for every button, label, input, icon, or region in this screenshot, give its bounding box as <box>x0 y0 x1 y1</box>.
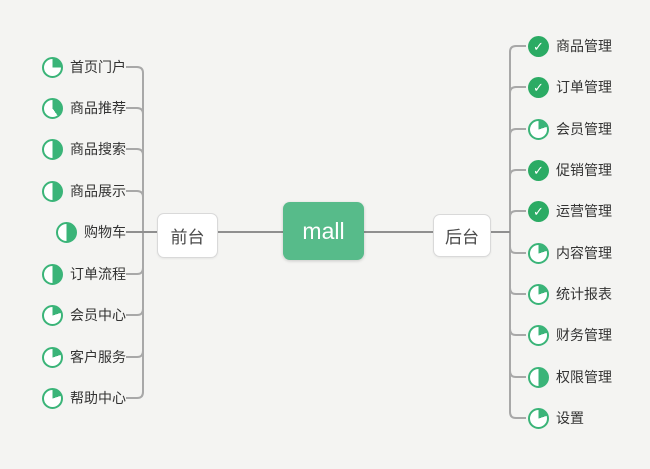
right-topic-statistics-report[interactable]: 统计报表 <box>528 280 612 308</box>
topic-label: 会员中心 <box>70 307 126 323</box>
branch-node-label: 前台 <box>170 228 205 247</box>
topic-label: 权限管理 <box>556 369 612 385</box>
check-circle-icon: ✓ <box>528 200 549 222</box>
root-node-label: mall <box>302 217 345 244</box>
pie-progress-icon <box>42 387 63 409</box>
topic-label: 客户服务 <box>70 349 126 365</box>
pie-progress-icon <box>528 118 549 140</box>
branch-node-backend[interactable]: 后台 <box>433 214 491 257</box>
pie-progress-icon <box>42 263 63 285</box>
pie-progress-icon <box>528 366 549 388</box>
topic-label: 商品展示 <box>70 183 126 199</box>
right-branch-lines <box>509 45 526 419</box>
topic-label: 内容管理 <box>556 245 612 261</box>
left-topic-help-center[interactable]: 帮助中心 <box>42 384 126 412</box>
right-topic-member-mgmt[interactable]: 会员管理 <box>528 115 612 143</box>
right-topic-permission-mgmt[interactable]: 权限管理 <box>528 363 612 391</box>
left-branch-lines <box>126 66 144 399</box>
left-topic-shopping-cart[interactable]: 购物车 <box>56 218 126 246</box>
topic-label: 商品推荐 <box>70 100 126 116</box>
pie-progress-icon <box>528 283 549 305</box>
branch-node-label: 后台 <box>445 228 479 247</box>
topic-label: 统计报表 <box>556 286 612 302</box>
pie-progress-icon <box>42 180 63 202</box>
topic-label: 运营管理 <box>556 203 612 219</box>
left-topic-customer-service[interactable]: 客户服务 <box>42 343 126 371</box>
right-topic-finance-mgmt[interactable]: 财务管理 <box>528 321 612 349</box>
topic-label: 首页门户 <box>70 59 126 75</box>
left-topic-home-portal[interactable]: 首页门户 <box>42 53 126 81</box>
pie-progress-icon <box>528 324 549 346</box>
pie-progress-icon <box>528 407 549 429</box>
topic-label: 促销管理 <box>556 162 612 178</box>
left-topic-product-recommend[interactable]: 商品推荐 <box>42 94 126 122</box>
pie-progress-icon <box>42 56 63 78</box>
topic-label: 商品搜索 <box>70 141 126 157</box>
right-topic-promotion-mgmt[interactable]: ✓ 促销管理 <box>528 156 612 184</box>
topic-label: 购物车 <box>84 224 126 240</box>
pie-progress-icon <box>42 138 63 160</box>
topic-label: 帮助中心 <box>70 390 126 406</box>
topic-label: 商品管理 <box>556 38 612 54</box>
right-topic-product-mgmt[interactable]: ✓ 商品管理 <box>528 32 612 60</box>
left-topic-product-search[interactable]: 商品搜索 <box>42 135 126 163</box>
pie-progress-icon <box>42 97 63 119</box>
topic-label: 订单管理 <box>556 79 612 95</box>
pie-progress-icon <box>56 221 77 243</box>
pie-progress-icon <box>528 242 549 264</box>
right-topic-content-mgmt[interactable]: 内容管理 <box>528 239 612 267</box>
topic-label: 设置 <box>556 410 584 426</box>
branch-node-frontend[interactable]: 前台 <box>157 213 218 258</box>
topic-label: 会员管理 <box>556 121 612 137</box>
check-circle-icon: ✓ <box>528 35 549 57</box>
root-node-mall[interactable]: mall <box>283 202 364 260</box>
right-topic-settings[interactable]: 设置 <box>528 404 584 432</box>
topic-label: 财务管理 <box>556 327 612 343</box>
check-circle-icon: ✓ <box>528 159 549 181</box>
right-topic-order-mgmt[interactable]: ✓ 订单管理 <box>528 73 612 101</box>
left-topic-product-display[interactable]: 商品展示 <box>42 177 126 205</box>
right-topic-operation-mgmt[interactable]: ✓ 运营管理 <box>528 197 612 225</box>
left-topic-order-flow[interactable]: 订单流程 <box>42 260 126 288</box>
left-topic-member-center[interactable]: 会员中心 <box>42 301 126 329</box>
pie-progress-icon <box>42 346 63 368</box>
pie-progress-icon <box>42 304 63 326</box>
check-circle-icon: ✓ <box>528 76 549 98</box>
topic-label: 订单流程 <box>70 266 126 282</box>
